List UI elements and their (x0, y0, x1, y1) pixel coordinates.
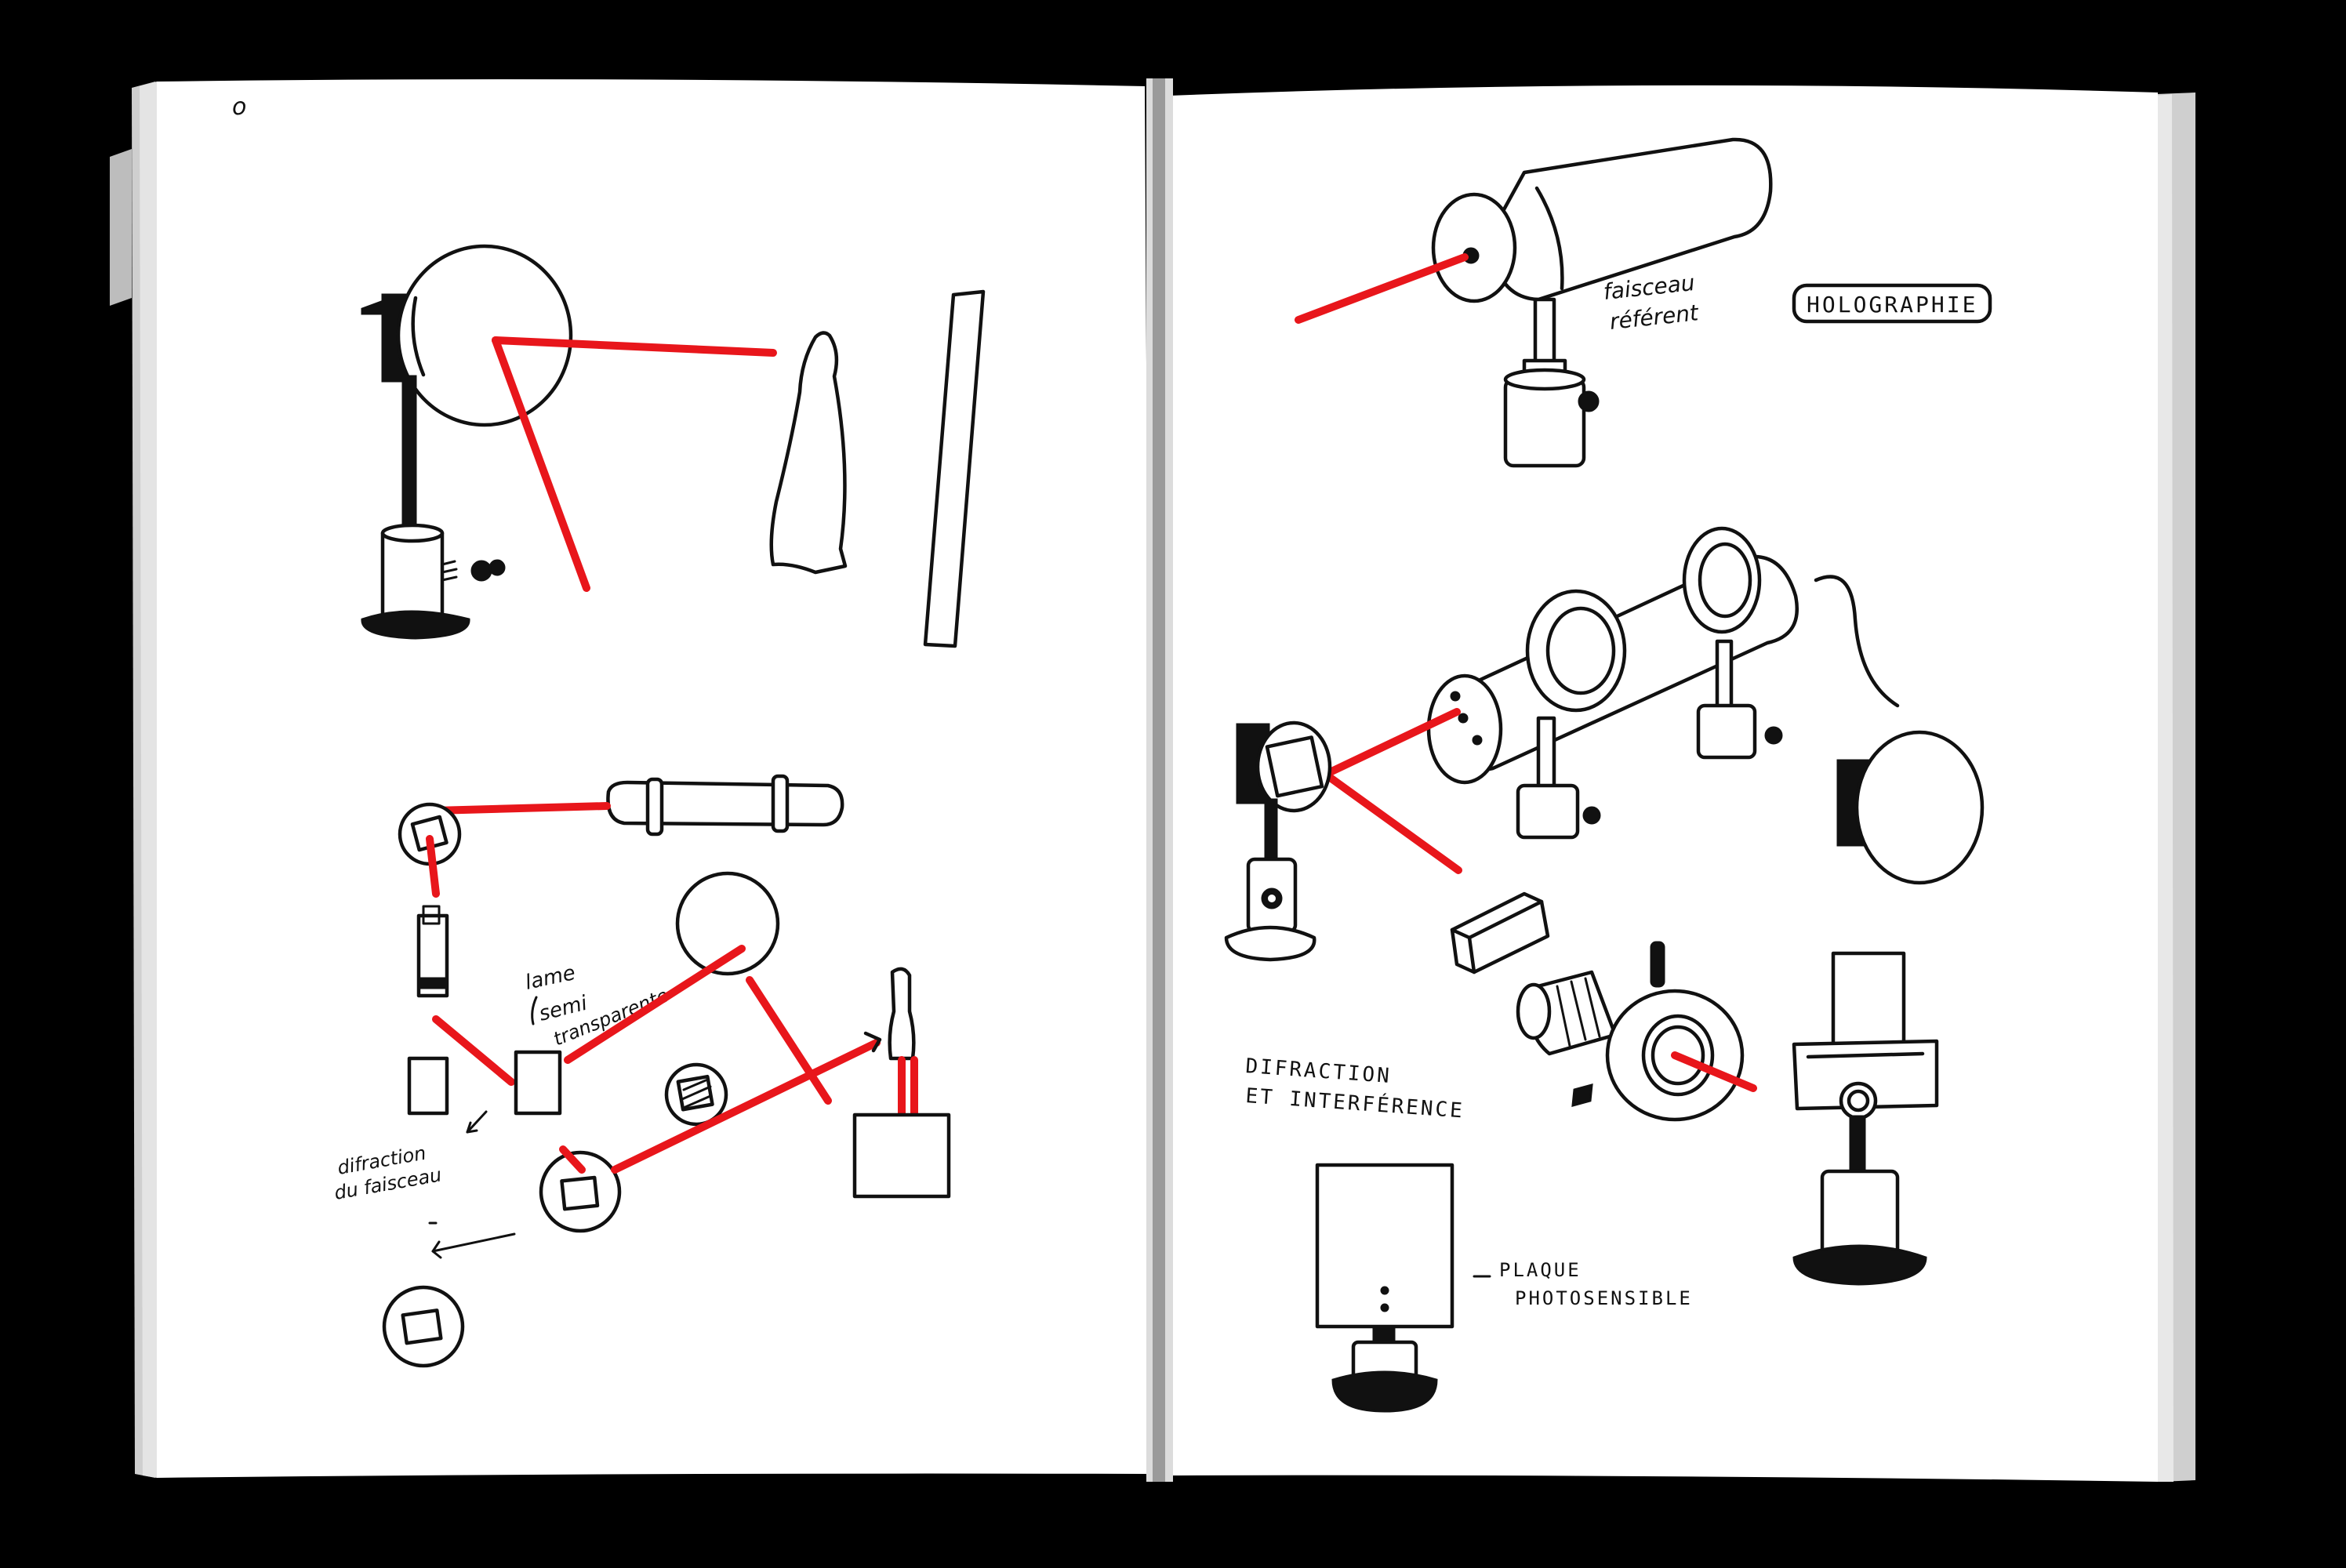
photosensitive-plate-sketch (1315, 1163, 1454, 1413)
plate-holder-sketch (1792, 951, 1939, 1286)
laser-tube-sketch (1431, 137, 1773, 468)
title-holographie: HOLOGRAPHIE (1792, 283, 1992, 324)
mirror-4-plan (382, 1285, 465, 1368)
label-photosensible: PHOTOSENSIBLE (1515, 1287, 1693, 1309)
object-plate-plan (664, 1062, 728, 1127)
lens-plan (416, 905, 449, 998)
laser-beam-middle (1324, 708, 1461, 777)
laser-beam-plan-2 (564, 945, 746, 1064)
mirror-on-stand-sketch (361, 244, 573, 640)
screen-plank-sketch (923, 289, 986, 648)
mirror-1-plan (398, 802, 462, 866)
page-stack-right (2156, 93, 2195, 1482)
right-page (1159, 85, 2158, 1483)
laser-beam-top-left (492, 336, 777, 357)
laser-beam-plan-1 (430, 802, 611, 815)
beam-block-sketch (1450, 891, 1550, 975)
mirror-3-plan (539, 1150, 622, 1233)
figurine-plan (888, 967, 916, 1061)
page-stack-left (110, 82, 157, 1478)
laser-tube-plan-sketch (606, 774, 844, 837)
figurine-sketch (769, 331, 848, 575)
laser-beam-plan-3 (559, 1145, 586, 1174)
mirror-2-plan (675, 871, 780, 976)
laser-on-mounts-sketch (1426, 526, 1900, 840)
laser-beam-lens (1671, 1051, 1757, 1092)
round-mirror-sketch (1836, 730, 1985, 885)
title-holographie-text: HOLOGRAPHIE (1807, 292, 1977, 318)
mirror-mount-sketch (1224, 720, 1332, 962)
label-plaque: PLAQUE (1499, 1259, 1582, 1281)
photo-plate-plan (852, 1112, 951, 1199)
splitter-plan (407, 1050, 562, 1116)
page-mark: o (232, 93, 246, 121)
laser-beam-top-right (1295, 253, 1469, 324)
